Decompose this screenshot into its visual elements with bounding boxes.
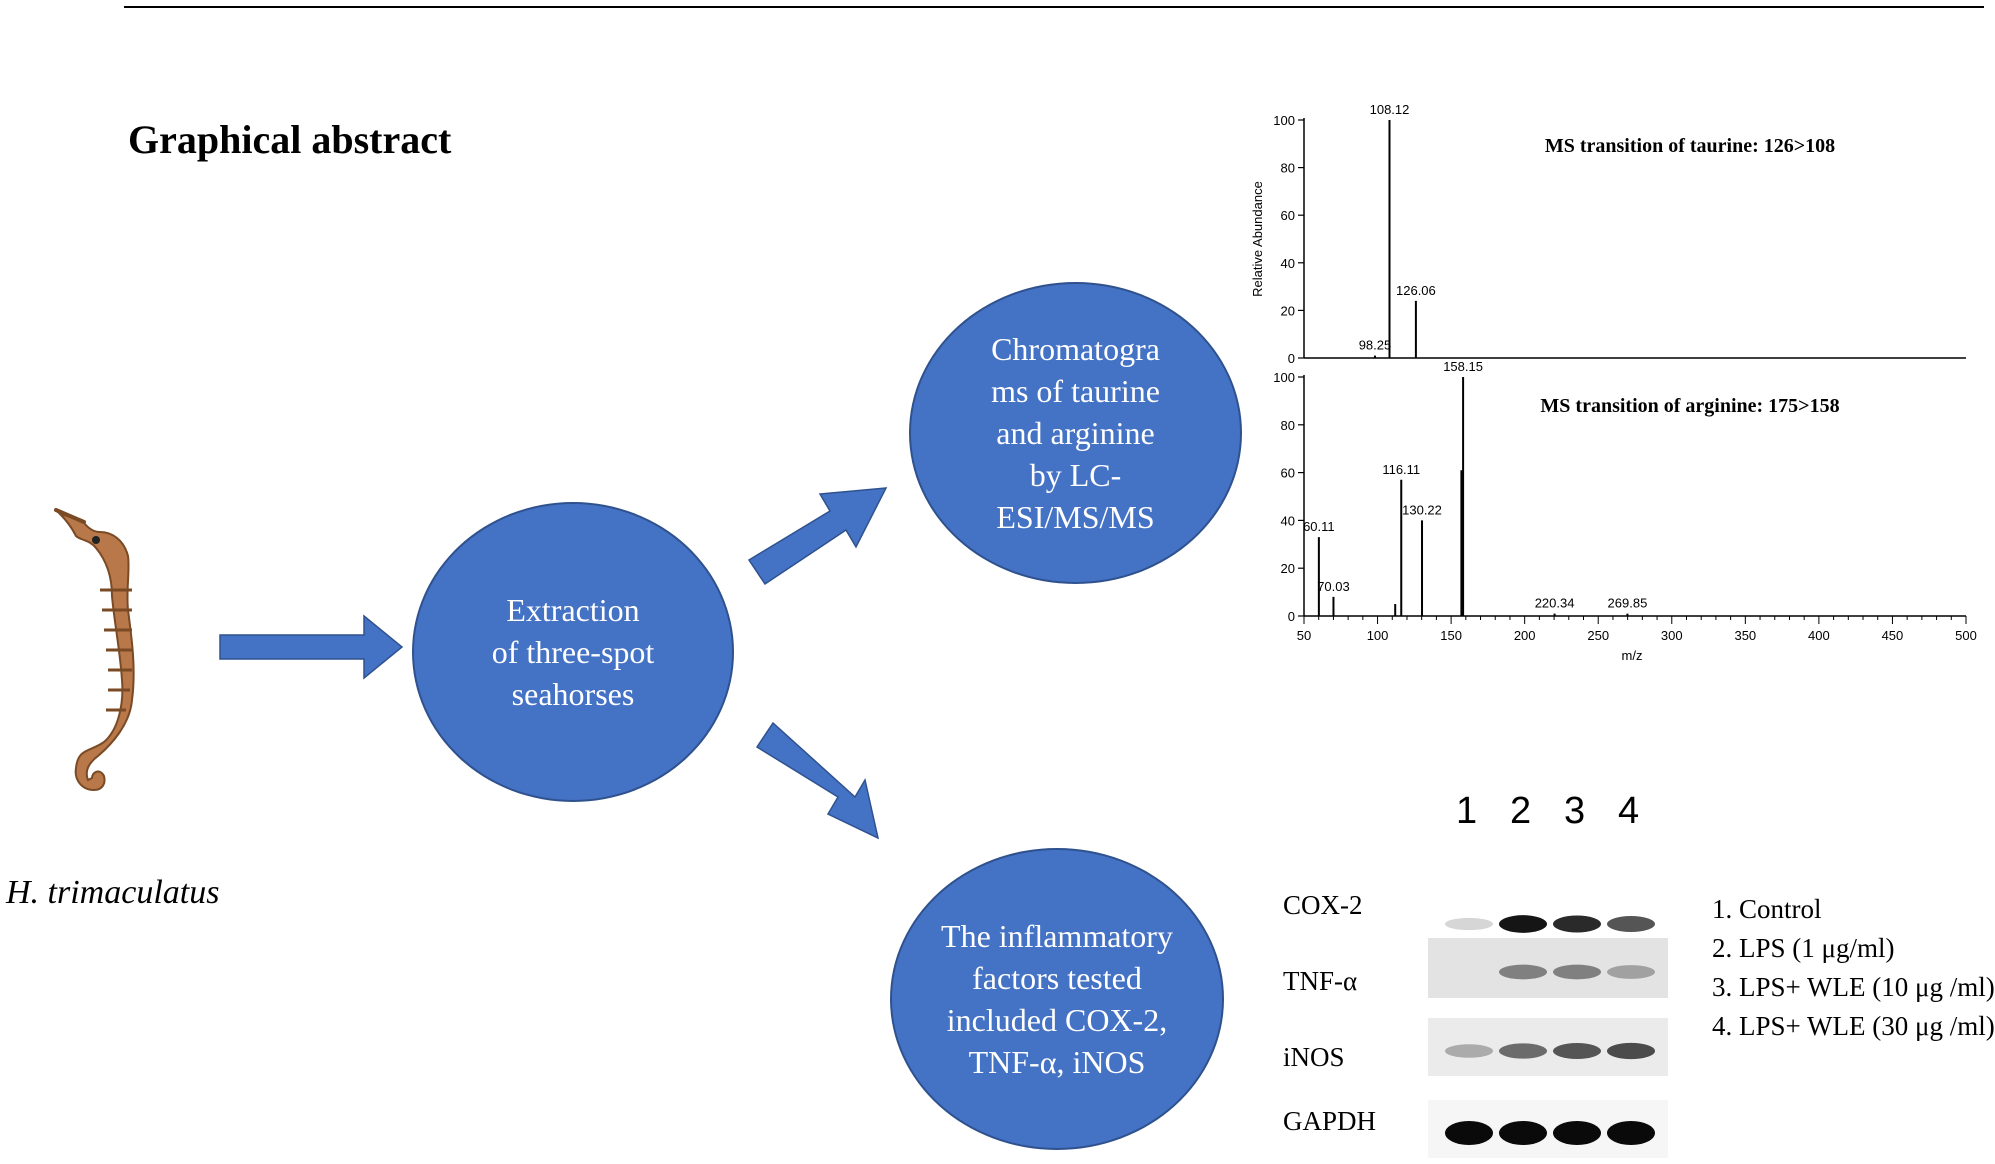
spectrum-1-peak-label: 130.22 (1402, 502, 1442, 517)
blot-band (1499, 964, 1547, 980)
inflammatory-line-1: The inflammatory (941, 918, 1173, 954)
blot-label-inos: iNOS (1283, 1042, 1345, 1072)
spectrum-0-y-tick-label: 100 (1273, 113, 1295, 128)
flow-arrows (219, 487, 888, 840)
blot-band (1499, 915, 1547, 933)
blot-band (1607, 1121, 1655, 1145)
spectrum-1-x-tick-label: 200 (1514, 628, 1536, 643)
blot-band (1499, 1121, 1547, 1145)
spectrum-1-peak-label: 158.15 (1443, 359, 1483, 374)
chromatograms-line-1: Chromatogra (991, 331, 1160, 367)
blot-band (1607, 916, 1655, 932)
spectrum-1-y-tick-label: 0 (1288, 609, 1295, 624)
inflammatory-line-2: factors tested (972, 960, 1142, 996)
blot-band (1445, 1044, 1493, 1058)
western-blot (1428, 896, 1668, 1158)
species-label: H. trimaculatus (6, 874, 220, 911)
legend-item-4: 4. LPS+ WLE (30 μg /ml) (1712, 1011, 1995, 1041)
spectrum-1-peak-label: 70.03 (1317, 579, 1350, 594)
lane-number-2: 2 (1510, 790, 1532, 832)
spectrum-1-x-tick-label: 100 (1367, 628, 1389, 643)
blot-band (1553, 1121, 1601, 1145)
spectrum-1-x-tick-label: 500 (1955, 628, 1977, 643)
blot-label-gapdh: GAPDH (1283, 1106, 1377, 1136)
blot-band (1607, 1042, 1655, 1060)
inflammatory-node: The inflammatory factors tested included… (890, 848, 1224, 1150)
blot-band (1499, 1043, 1547, 1059)
lane-number-1: 1 (1456, 790, 1478, 832)
spectrum-0-y-tick-label: 40 (1281, 256, 1295, 271)
blot-band (1553, 1043, 1601, 1059)
chromatograms-line-2: ms of taurine (991, 373, 1160, 409)
arrow-to-extraction (219, 614, 404, 680)
legend-item-1: 1. Control (1712, 894, 1822, 924)
spectrum-0-y-tick-label: 60 (1281, 208, 1295, 223)
mass-spectra: 0 20 40 60 80 100 MS transition of taurine: 12… (1250, 102, 1977, 663)
spectrum-1-x-tick-label: 150 (1440, 628, 1462, 643)
chromatograms-node: Chromatogra ms of taurine and arginine b… (909, 282, 1242, 584)
arrow-to-chromatograms (747, 487, 888, 586)
lane-number-4: 4 (1618, 790, 1640, 832)
page-title: Graphical abstract (128, 117, 452, 162)
spectrum-0-y-tick-label: 80 (1281, 161, 1295, 176)
seahorse-icon (54, 508, 135, 792)
blot-band (1607, 965, 1655, 979)
extraction-line-3: seahorses (511, 676, 635, 712)
inflammatory-line-3: included COX-2, (946, 1002, 1168, 1038)
chromatograms-line-3: and arginine (996, 415, 1155, 451)
spectrum-0-y-axis-label: Relative Abundance (1250, 181, 1265, 297)
legend-item-2: 2. LPS (1 μg/ml) (1712, 933, 1895, 963)
spectrum-0-peak-label: 98.25 (1359, 338, 1392, 353)
top-divider (124, 6, 1984, 8)
spectrum-1-x-tick-label: 350 (1734, 628, 1756, 643)
spectrum-0-peak-label: 108.12 (1370, 102, 1410, 117)
spectrum-1-y-tick-label: 60 (1281, 466, 1295, 481)
chromatograms-line-5: ESI/MS/MS (996, 499, 1155, 535)
spectrum-1-peak-label: 269.85 (1608, 596, 1648, 611)
spectrum-0-title: MS transition of taurine: 126>108 (1545, 135, 1835, 157)
spectrum-1-y-tick-label: 40 (1281, 513, 1295, 528)
extraction-line-2: of three-spot (491, 634, 655, 670)
spectrum-1-x-tick-label: 50 (1297, 628, 1311, 643)
blot-band (1553, 964, 1601, 980)
spectrum-1-x-tick-label: 450 (1882, 628, 1904, 643)
blot-band (1445, 917, 1493, 931)
spectrum-1-x-tick-label: 400 (1808, 628, 1830, 643)
spectrum-0-peak-label: 126.06 (1396, 283, 1436, 298)
spectrum-1-y-tick-label: 80 (1281, 418, 1295, 433)
blot-label-tnf: TNF-α (1283, 966, 1358, 996)
spectrum-0-y-tick-label: 20 (1281, 303, 1295, 318)
spectrum-1-y-tick-label: 20 (1281, 561, 1295, 576)
spectrum-1-x-axis-label: m/z (1622, 648, 1643, 663)
spectrum-1-title: MS transition of arginine: 175>158 (1540, 395, 1839, 417)
arrow-to-inflammatory (755, 721, 880, 840)
spectrum-1-y-tick-label: 100 (1273, 370, 1295, 385)
blot-label-cox2: COX-2 (1283, 890, 1363, 920)
legend-item-3: 3. LPS+ WLE (10 μg /ml) (1712, 972, 1995, 1002)
chromatograms-line-4: by LC- (1029, 457, 1122, 493)
blot-band (1553, 915, 1601, 933)
blot-band (1445, 1121, 1493, 1145)
lane-number-3: 3 (1564, 790, 1586, 832)
spectrum-1-peak-label: 116.11 (1382, 462, 1420, 477)
extraction-node: Extraction of three-spot seahorses (412, 502, 734, 802)
spectrum-0-y-tick-label: 0 (1288, 351, 1295, 366)
spectrum-1-peak-label: 220.34 (1535, 596, 1575, 611)
spectrum-1-x-tick-label: 250 (1587, 628, 1609, 643)
inflammatory-line-4: TNF-α, iNOS (968, 1044, 1146, 1080)
extraction-line-1: Extraction (506, 592, 640, 628)
spectrum-1-peak-label: 60.11 (1303, 519, 1335, 534)
spectrum-1-x-tick-label: 300 (1661, 628, 1683, 643)
